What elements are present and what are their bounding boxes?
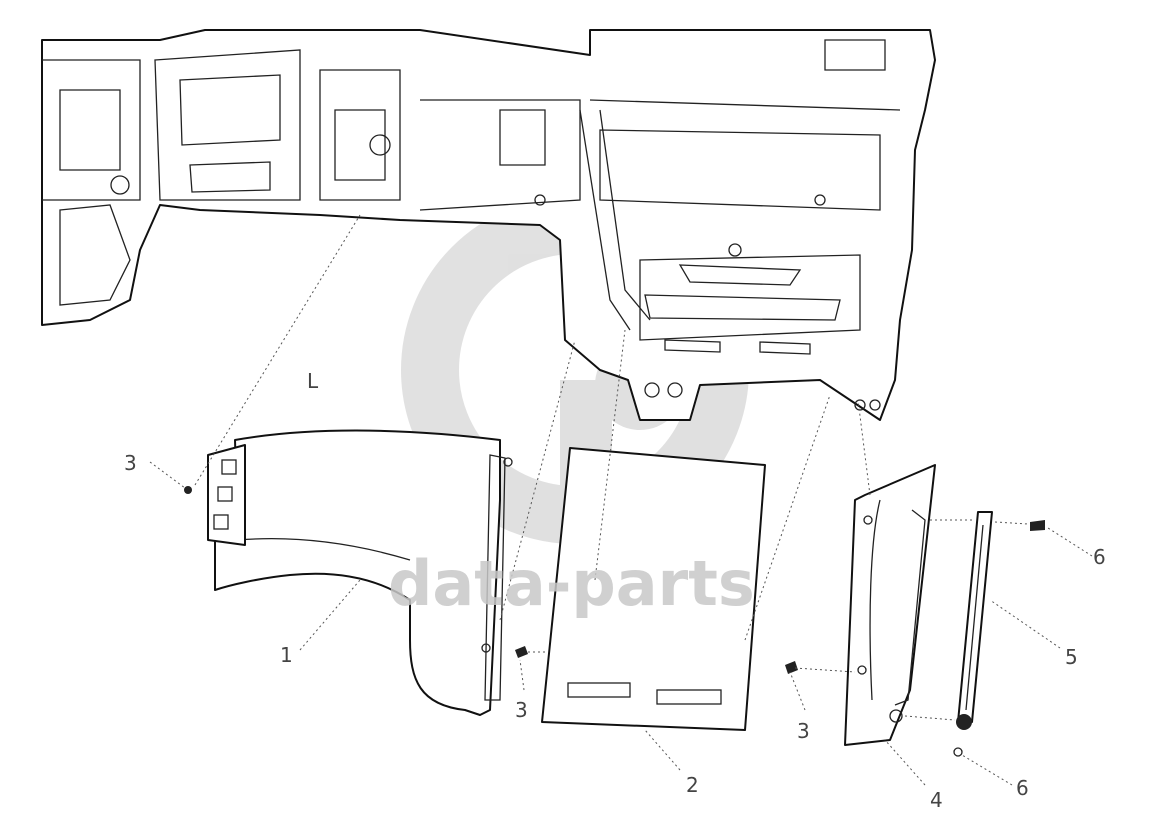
- callout-3-left: 3: [124, 451, 137, 475]
- callout-5: 5: [1065, 645, 1078, 669]
- callout-4: 4: [930, 788, 943, 812]
- callout-6-upper: 6: [1093, 545, 1106, 569]
- callout-1: 1: [280, 643, 293, 667]
- callout-3-center: 3: [515, 698, 528, 722]
- part-2-center-panel: [541, 447, 766, 731]
- callout-l: L: [307, 369, 319, 393]
- screw-6-upper: [1030, 520, 1045, 531]
- callout-3-right: 3: [797, 719, 810, 743]
- callout-labels: 3 1 3 3 2 4 5 6 6 L: [124, 369, 1106, 812]
- callout-6-lower: 6: [1016, 776, 1029, 800]
- clip-3-right: [785, 661, 798, 674]
- fasteners: [184, 486, 1045, 757]
- part-4-right-trim-panel: [844, 464, 936, 746]
- callout-leaders: [149, 461, 1093, 786]
- screw-6-lower: [953, 747, 963, 757]
- clip-3-left: [184, 486, 192, 494]
- part-1-left-trim-panel: [207, 429, 513, 716]
- watermark-text: data-parts: [388, 547, 755, 620]
- callout-2: 2: [686, 773, 699, 797]
- body-structure: [41, 29, 936, 421]
- part-5-trim-strip: [956, 511, 993, 730]
- assembly-guide-lines: [194, 214, 1029, 721]
- clip-3-center: [515, 646, 528, 658]
